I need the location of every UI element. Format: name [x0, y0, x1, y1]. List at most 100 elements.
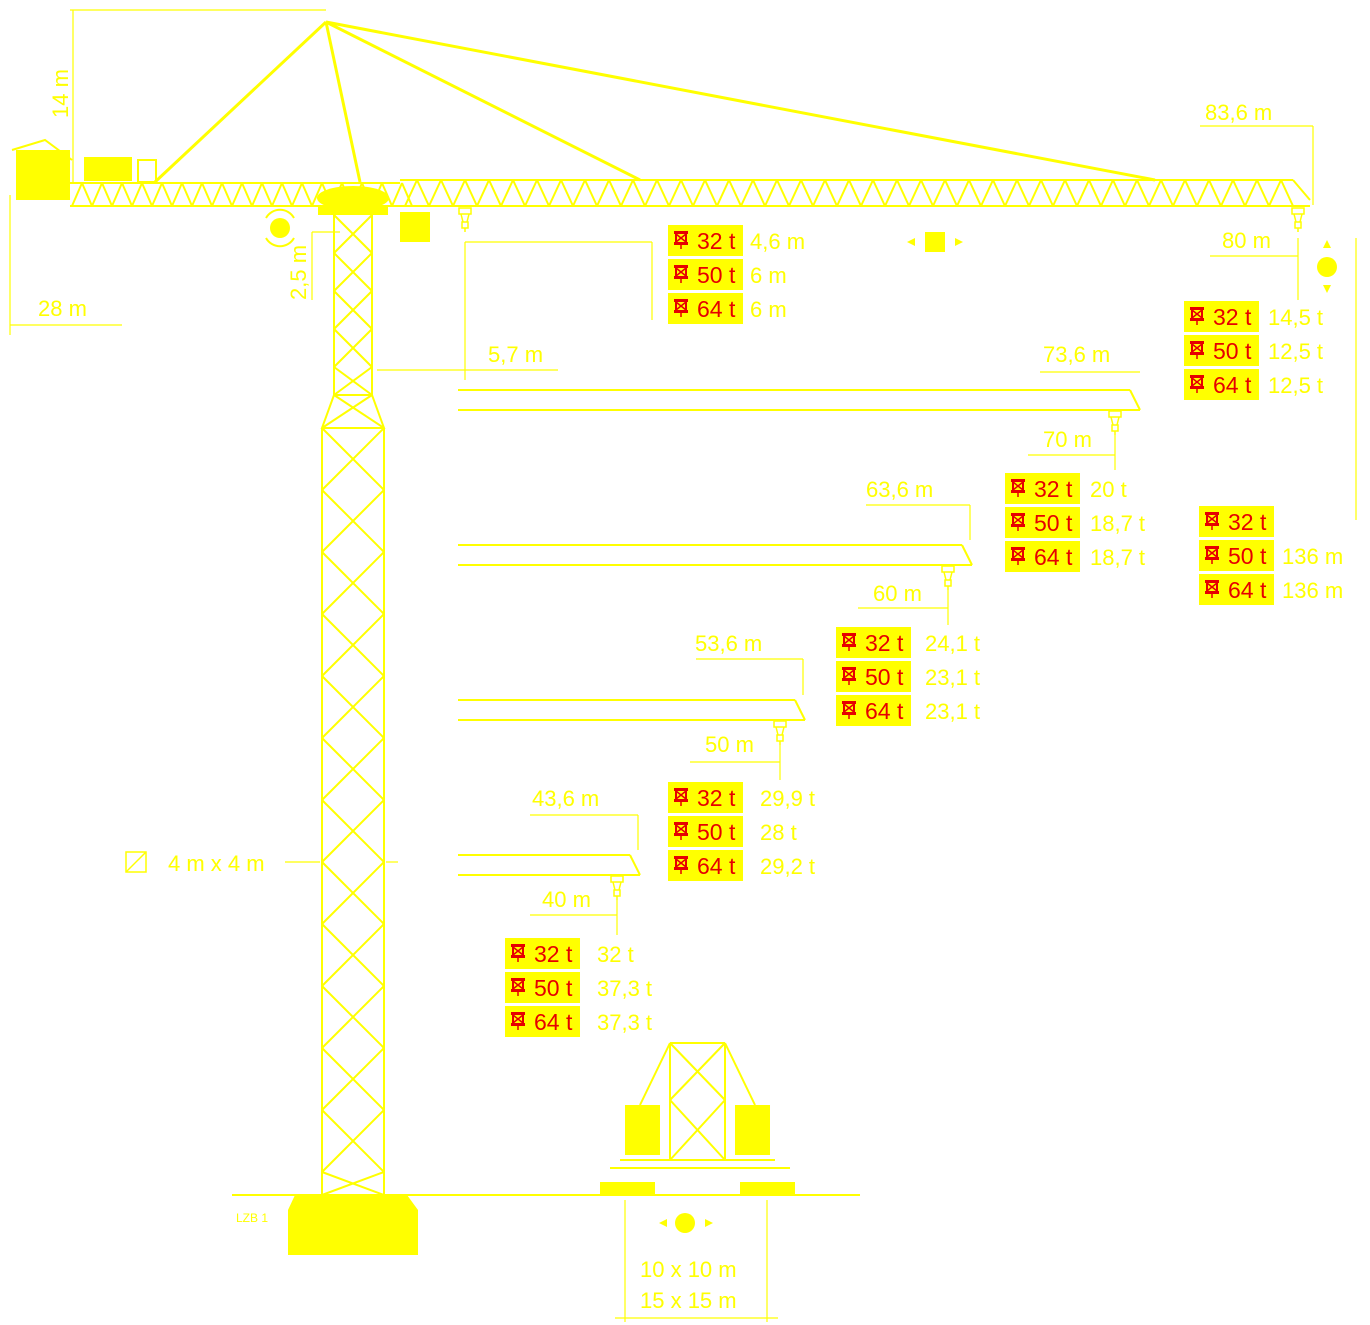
load-class-label: 64 t [1034, 544, 1073, 570]
load-class-label: 64 t [697, 853, 736, 879]
load-value: 37,3 t [597, 976, 652, 1001]
lower-mast [321, 427, 385, 1196]
jib-radius-40: 40 m [542, 887, 591, 912]
load-row: 64 t 18,7 t [1005, 541, 1145, 572]
jib-length-53: 53,6 m [695, 631, 762, 656]
counterweight [16, 150, 70, 200]
load-class-badge [836, 661, 911, 692]
jib-radius-80: 80 m [1222, 228, 1271, 253]
load-class-label: 50 t [1228, 543, 1267, 569]
counter-jib [11, 138, 413, 207]
load-value: 23,1 t [925, 699, 980, 724]
load-class-label: 32 t [1228, 509, 1267, 535]
load-row: 64 t 29,2 t [668, 850, 815, 881]
jib-radius-60: 60 m [873, 581, 922, 606]
load-value: 4,6 m [750, 229, 805, 254]
load-class-badge [1005, 507, 1080, 538]
jib-variant-63 [458, 544, 973, 566]
load-class-badge [1184, 369, 1259, 400]
load-row: 32 t 32 t [505, 938, 634, 969]
load-row: 50 t 136 m [1199, 540, 1343, 571]
load-class-label: 32 t [697, 228, 736, 254]
load-value: 32 t [597, 942, 634, 967]
jib-length-73: 73,6 m [1043, 342, 1110, 367]
load-value: 18,7 t [1090, 545, 1145, 570]
load-class-label: 64 t [1213, 372, 1252, 398]
operator-cab [400, 212, 430, 242]
load-class-badge [1184, 335, 1259, 366]
load-class-badge [505, 1006, 580, 1037]
load-value: 20 t [1090, 477, 1127, 502]
load-value: 12,5 t [1268, 339, 1323, 364]
main-jib [400, 179, 1311, 207]
load-class-label: 50 t [1213, 338, 1252, 364]
load-class-label: 64 t [534, 1009, 573, 1035]
jib-length-83: 83,6 m [1205, 100, 1272, 125]
load-class-badge [1005, 473, 1080, 504]
load-class-badge [1184, 301, 1259, 332]
counter-jib-label: 28 m [38, 296, 87, 321]
load-row: 50 t 12,5 t [1184, 335, 1323, 366]
load-class-badge [1005, 541, 1080, 572]
undercarriage-travel-icon [659, 1213, 713, 1233]
load-class-label: 32 t [534, 941, 573, 967]
load-class-badge [668, 293, 743, 324]
load-row: 32 t [1199, 506, 1274, 537]
load-value: 28 t [760, 820, 797, 845]
load-class-label: 50 t [697, 262, 736, 288]
load-row: 64 t 37,3 t [505, 1006, 652, 1037]
load-value: 29,2 t [760, 854, 815, 879]
head-clearance-label: 2,5 m [286, 245, 311, 300]
load-value: 136 m [1282, 544, 1343, 569]
load-value: 29,9 t [760, 786, 815, 811]
load-value: 23,1 t [925, 665, 980, 690]
load-class-badge [1199, 540, 1274, 571]
load-value: 14,5 t [1268, 305, 1323, 330]
upper-mast [333, 205, 373, 396]
hook-min-radius [458, 207, 472, 233]
jib-radius-50: 50 m [705, 732, 754, 757]
mast-transition [320, 394, 386, 429]
load-value: 37,3 t [597, 1010, 652, 1035]
load-table-jib-43: 32 t 32 t 50 t 37,3 t 64 t 37,3 t [505, 938, 652, 1037]
load-value: 6 m [750, 297, 787, 322]
load-class-badge [668, 782, 743, 813]
undercarriage [600, 1042, 795, 1194]
load-row: 50 t 28 t [668, 816, 797, 847]
load-class-label: 50 t [534, 975, 573, 1001]
load-class-label: 32 t [1213, 304, 1252, 330]
base-b-label: 15 x 15 m [640, 1288, 737, 1313]
load-row: 32 t 4,6 m [668, 225, 805, 256]
load-row: 32 t 14,5 t [1184, 301, 1323, 332]
mast-section-label: 4 m x 4 m [168, 851, 265, 876]
slewing-icon [265, 208, 295, 248]
load-value: 18,7 t [1090, 511, 1145, 536]
mast-section-icon [125, 851, 147, 873]
load-value: 24,1 t [925, 631, 980, 656]
load-class-badge [1199, 574, 1274, 605]
dimension-labels: 14 m 28 m 2,5 m 5,7 m 4 m x 4 m 10 x 10 … [38, 69, 1272, 1313]
load-class-badge [668, 850, 743, 881]
load-class-badge [505, 938, 580, 969]
base-a-label: 10 x 10 m [640, 1257, 737, 1282]
load-class-badge [668, 259, 743, 290]
load-class-label: 50 t [697, 819, 736, 845]
load-class-badge [1199, 506, 1274, 537]
hoist-height-icon [1317, 240, 1337, 293]
load-class-badge [836, 695, 911, 726]
jib-length-43: 43,6 m [532, 786, 599, 811]
jib-variant-53 [458, 699, 806, 721]
